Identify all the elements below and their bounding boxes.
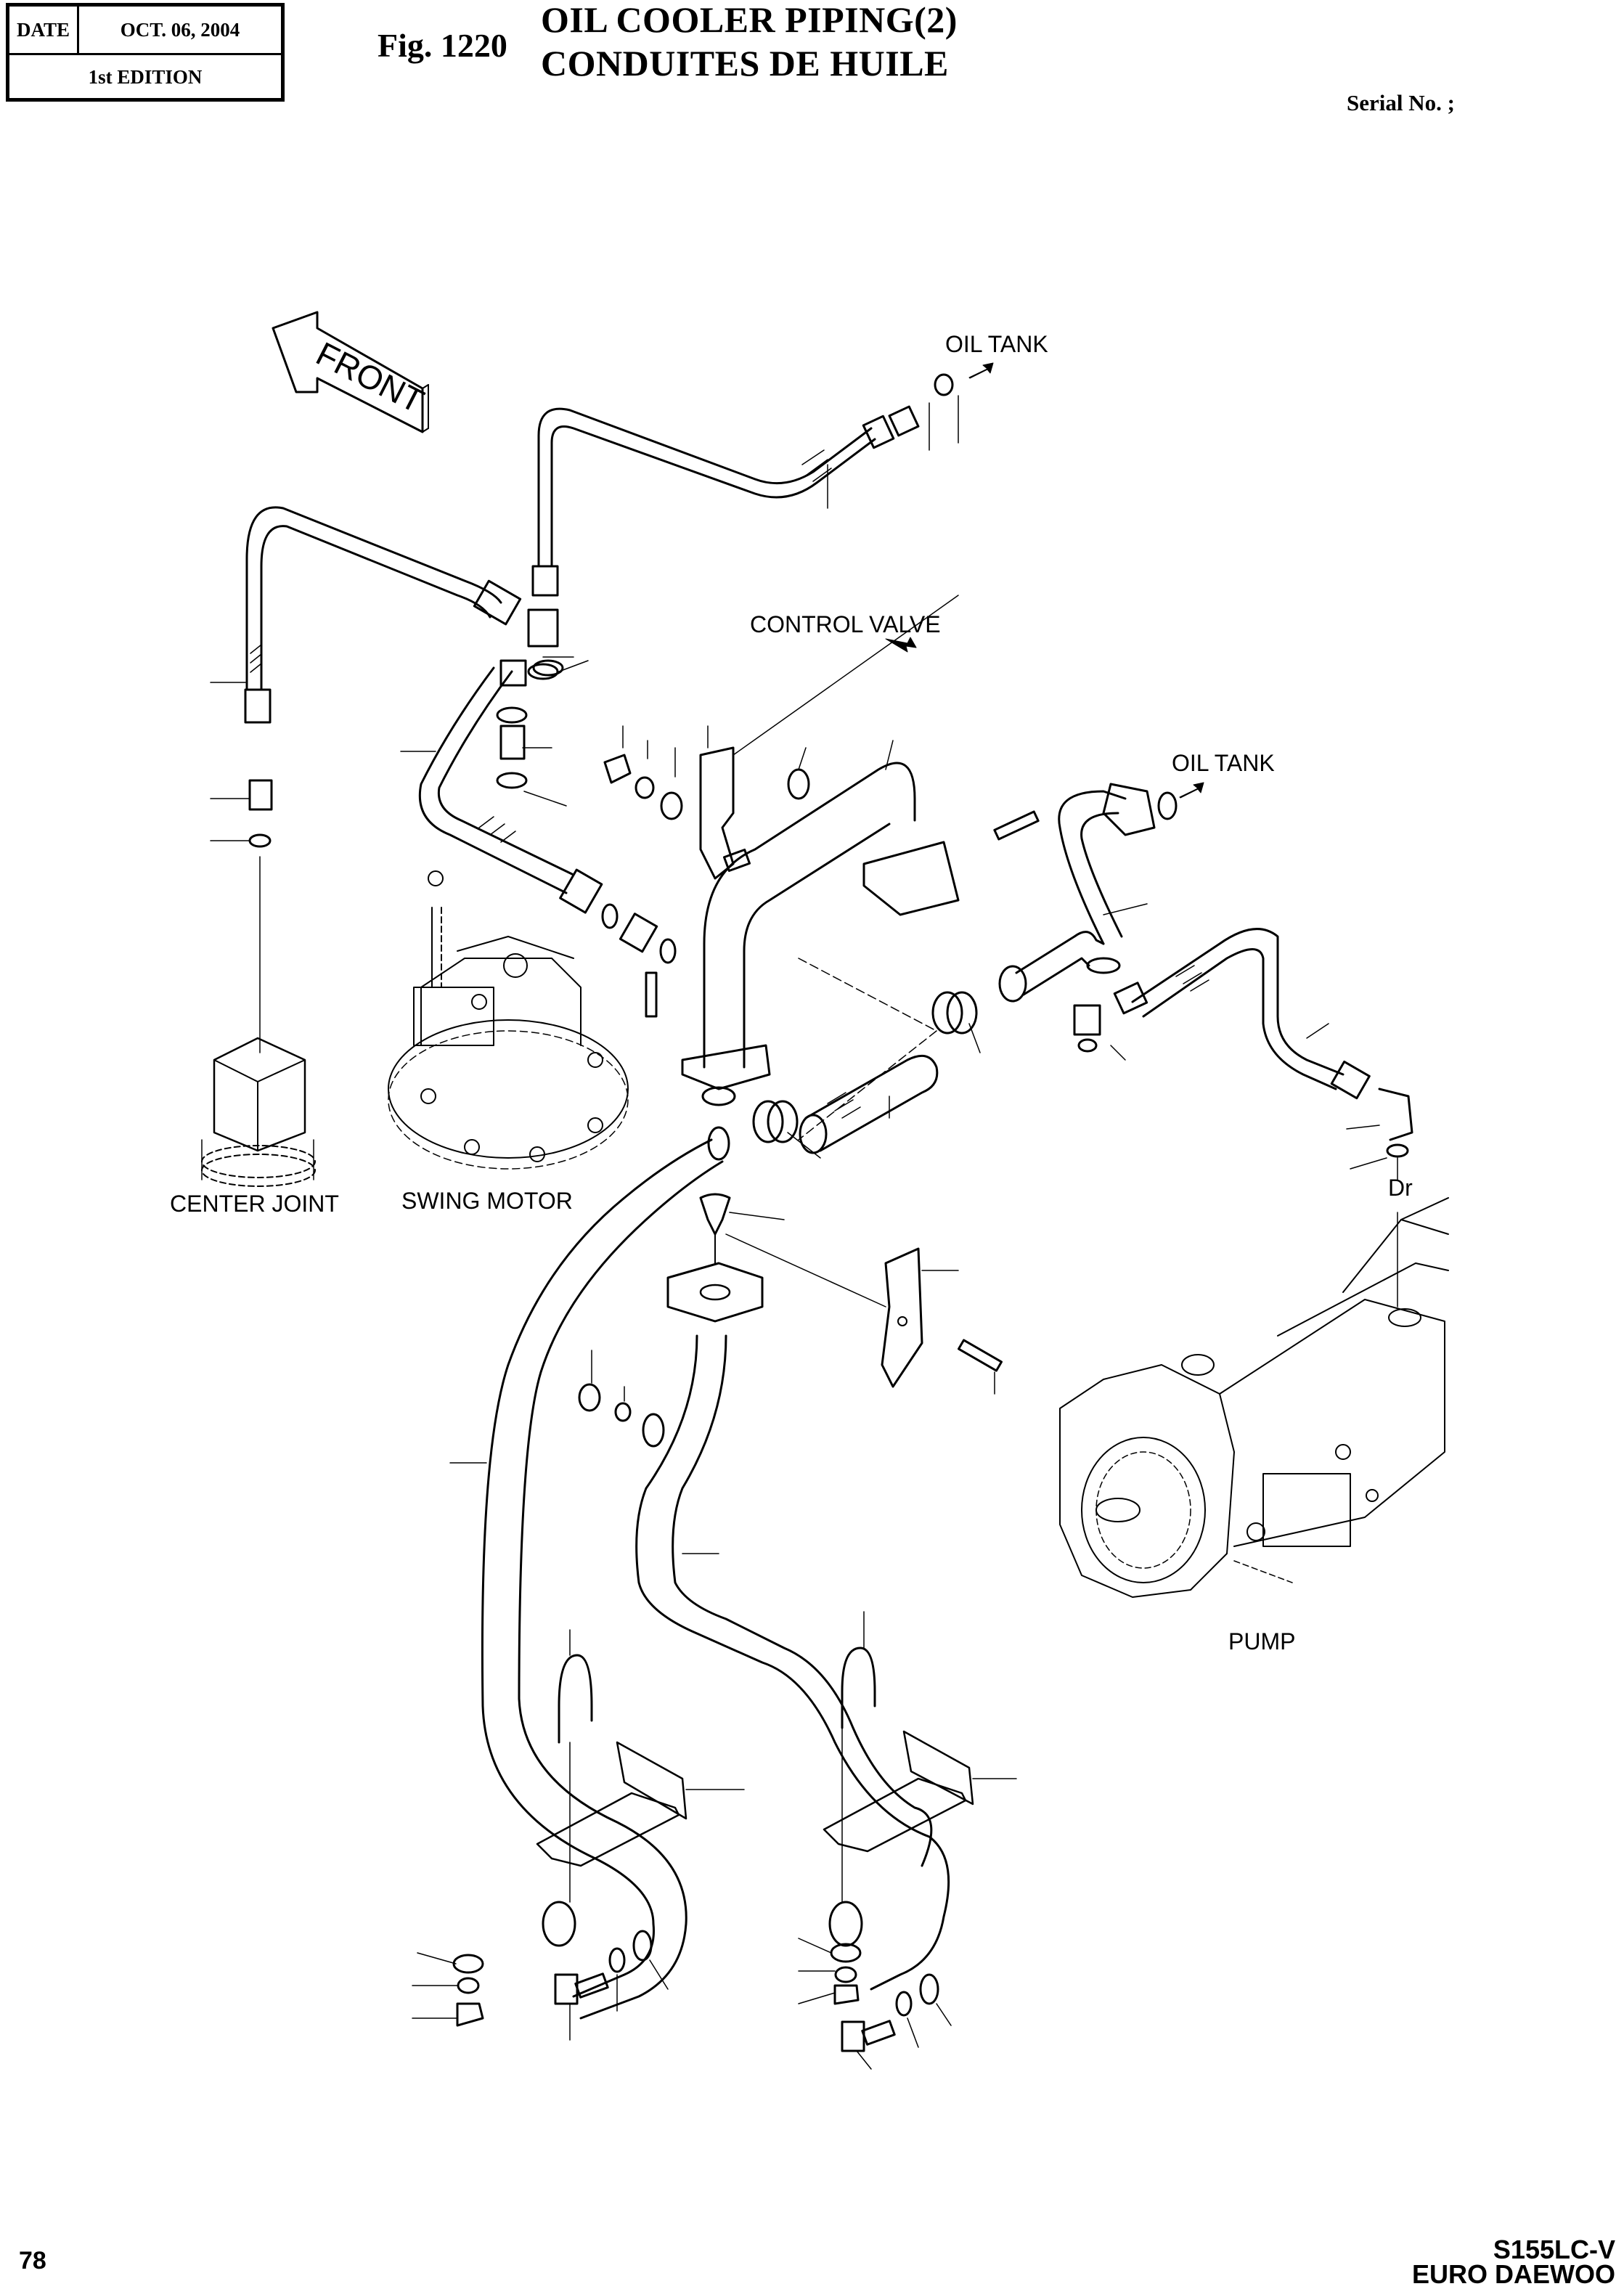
page-number: 78 bbox=[19, 2247, 46, 2274]
edition-label: 1st EDITION bbox=[88, 65, 203, 88]
pump-drain-hose bbox=[995, 783, 1412, 1307]
label-center-joint: CENTER JOINT bbox=[170, 1191, 339, 1217]
label-oil-tank-top: OIL TANK bbox=[945, 331, 1048, 357]
swing-motor-hose bbox=[401, 657, 675, 963]
rubber-hose-with-clamps bbox=[754, 992, 980, 1158]
label-pump: PUMP bbox=[1228, 1628, 1296, 1654]
label-oil-tank-right: OIL TANK bbox=[1172, 750, 1275, 776]
label-control-valve: CONTROL VALVE bbox=[750, 611, 941, 637]
center-joint-component bbox=[202, 1038, 315, 1186]
swing-motor-component bbox=[388, 871, 628, 1169]
mounting-hardware bbox=[412, 1931, 951, 2069]
label-drain-port: Dr bbox=[1388, 1175, 1413, 1201]
page-title-french: CONDUITES DE HUILE bbox=[541, 43, 949, 83]
control-valve-pipe bbox=[605, 595, 958, 1140]
figure-number: Fig. 1220 bbox=[378, 27, 507, 64]
lower-pipe-left bbox=[450, 1127, 744, 2018]
serial-number-label: Serial No. ; bbox=[1347, 90, 1455, 115]
front-direction-arrow-icon: FRONT bbox=[273, 312, 430, 432]
label-swing-motor: SWING MOTOR bbox=[401, 1188, 573, 1214]
hose-to-center-joint bbox=[211, 507, 521, 1053]
date-row: DATE OCT. 06, 2004 bbox=[9, 7, 281, 55]
date-label: DATE bbox=[9, 7, 79, 53]
lower-pipe-right bbox=[579, 1194, 1016, 1989]
manufacturer-name: EURO DAEWOO bbox=[1411, 2259, 1615, 2289]
model-number: S155LC-V bbox=[1493, 2235, 1615, 2264]
model-info: S155LC-V EURO DAEWOO bbox=[1411, 2235, 1615, 2289]
pump-component bbox=[1060, 1198, 1448, 1597]
edition-date-box: DATE OCT. 06, 2004 1st EDITION bbox=[6, 3, 285, 102]
upper-hose-to-oil-tank bbox=[529, 363, 993, 679]
date-value: OCT. 06, 2004 bbox=[120, 18, 240, 41]
page-title-english: OIL COOLER PIPING(2) bbox=[541, 0, 958, 40]
